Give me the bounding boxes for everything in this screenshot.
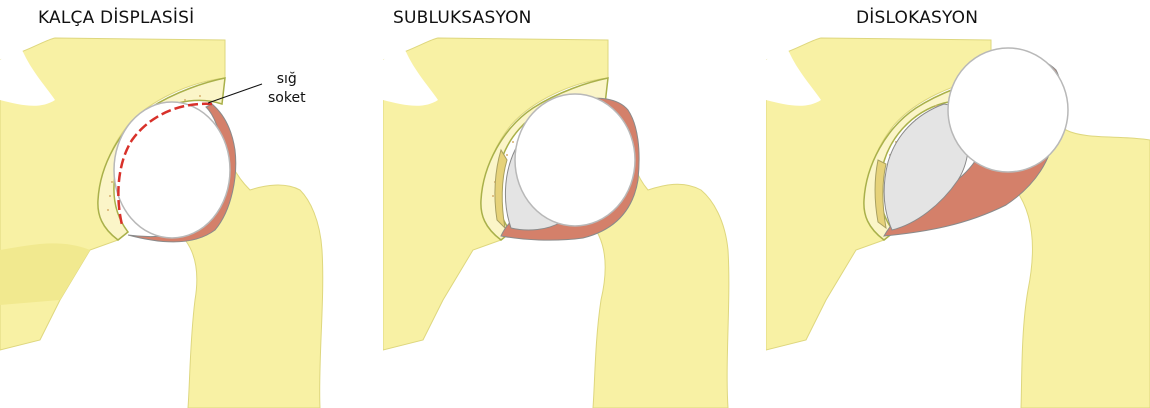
panel-dysplasia: KALÇA DİSPLASİSİ sığ soket	[0, 0, 383, 408]
dislocation-hip-illustration	[766, 0, 1150, 408]
panel-title: DİSLOKASYON	[856, 8, 978, 28]
femoral-head	[948, 48, 1068, 172]
pelvis-lower	[0, 243, 90, 305]
callout-line2: soket	[268, 89, 306, 108]
panel-dislocation: DİSLOKASYON	[766, 0, 1149, 408]
subluxation-hip-illustration	[383, 0, 766, 408]
shallow-socket-label: sığ soket	[268, 70, 306, 108]
femoral-head	[114, 102, 230, 238]
panel-title: SUBLUKSASYON	[393, 8, 532, 28]
panel-title: KALÇA DİSPLASİSİ	[38, 8, 194, 28]
callout-line1: sığ	[268, 70, 306, 89]
panel-subluxation: SUBLUKSASYON	[383, 0, 766, 408]
femoral-head	[515, 94, 635, 226]
dysplasia-hip-illustration	[0, 0, 383, 408]
